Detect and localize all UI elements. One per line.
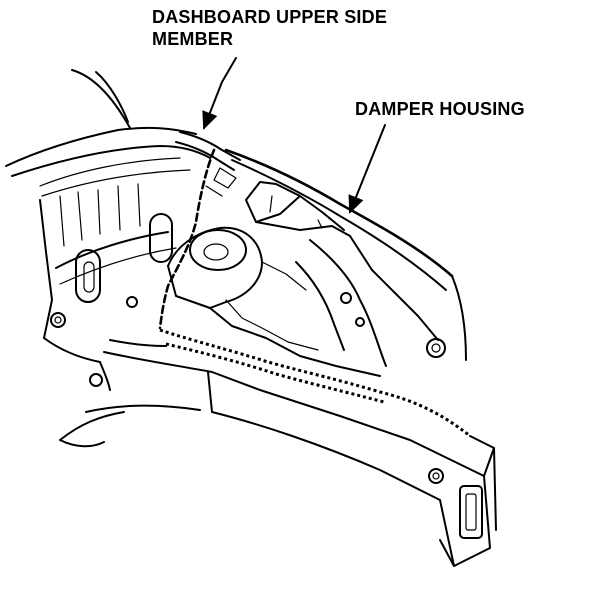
damper-housing-leader-arrow [348,124,386,214]
dashboard-upper-side-member [158,131,241,330]
front-side-frame [59,339,497,567]
dashboard-member-leader-arrow [202,57,237,130]
label-line-2: MEMBER [152,29,234,49]
dashboard-panel [5,69,211,391]
dashboard-upper-side-member-label: DASHBOARD UPPER SIDE MEMBER [152,6,387,50]
label-line-1: DASHBOARD UPPER SIDE [152,7,388,27]
spot-weld-seam-lower [165,342,385,404]
damper-housing-label: DAMPER HOUSING [355,99,525,119]
spot-weld-seam [159,328,471,438]
damper-housing [167,148,467,377]
